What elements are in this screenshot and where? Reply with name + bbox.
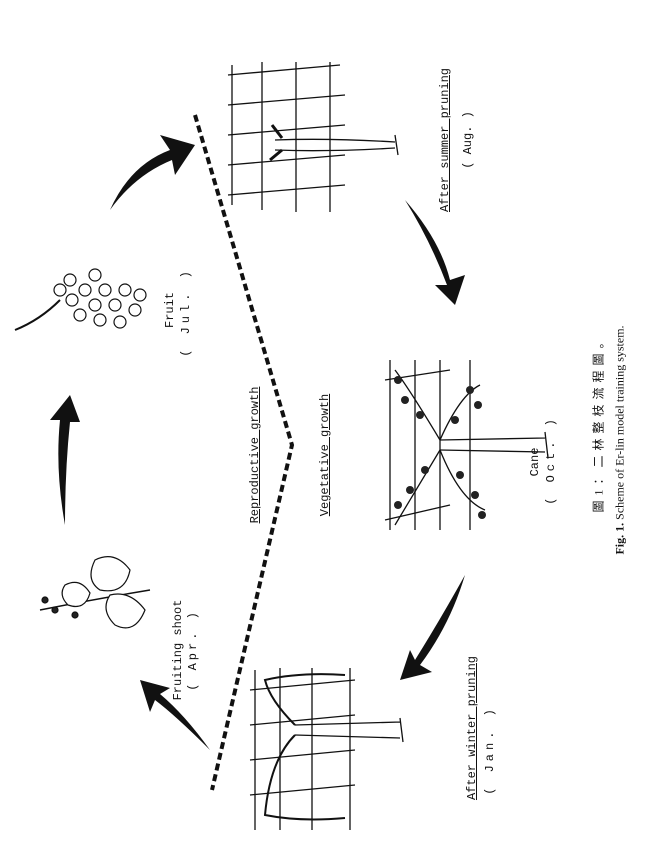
summer-month: ( Aug. )	[461, 111, 475, 169]
caption-chinese: 圖1：二林整枝流程圖。	[591, 331, 606, 513]
cycle-arrows	[50, 135, 465, 750]
trellis-cane	[384, 360, 549, 530]
cane-month: ( Oct. )	[544, 415, 558, 505]
caption-text: Scheme of Er-lin model training system.	[612, 325, 627, 520]
arrow-fruit-to-summer	[110, 135, 195, 210]
arrow-summer-to-cane	[405, 200, 465, 305]
summer-label: After summer pruning	[438, 67, 452, 213]
winter-month: ( Jan. )	[483, 705, 497, 795]
leaves-cane	[394, 376, 486, 519]
cane-label: Cane	[528, 447, 542, 477]
arrow-cane-to-winter	[400, 575, 465, 680]
trellis-winter	[249, 668, 404, 830]
fruiting-shoot-month: ( Apr. )	[186, 609, 200, 691]
winter-label: After winter pruning	[465, 655, 479, 801]
fruiting-shoot-label: Fruiting shoot	[171, 599, 185, 701]
phase-divider-line	[193, 114, 295, 791]
fruiting-shoot	[39, 556, 151, 629]
reproductive-growth-label: Reproductive growth	[248, 386, 262, 524]
fruit-cluster	[14, 268, 147, 331]
caption-figure-number: Fig. 1.	[612, 522, 627, 555]
caption-english: Fig. 1. Scheme of Er-lin model training …	[613, 325, 628, 554]
fruit-label: Fruit	[163, 291, 177, 329]
fruit-month: ( Jul. )	[179, 267, 193, 357]
arrow-winter-to-shoot	[140, 680, 210, 750]
vegetative-growth-label: Vegetative growth	[318, 393, 332, 517]
arrow-shoot-to-fruit	[50, 395, 80, 525]
trellis-summer	[227, 62, 399, 212]
